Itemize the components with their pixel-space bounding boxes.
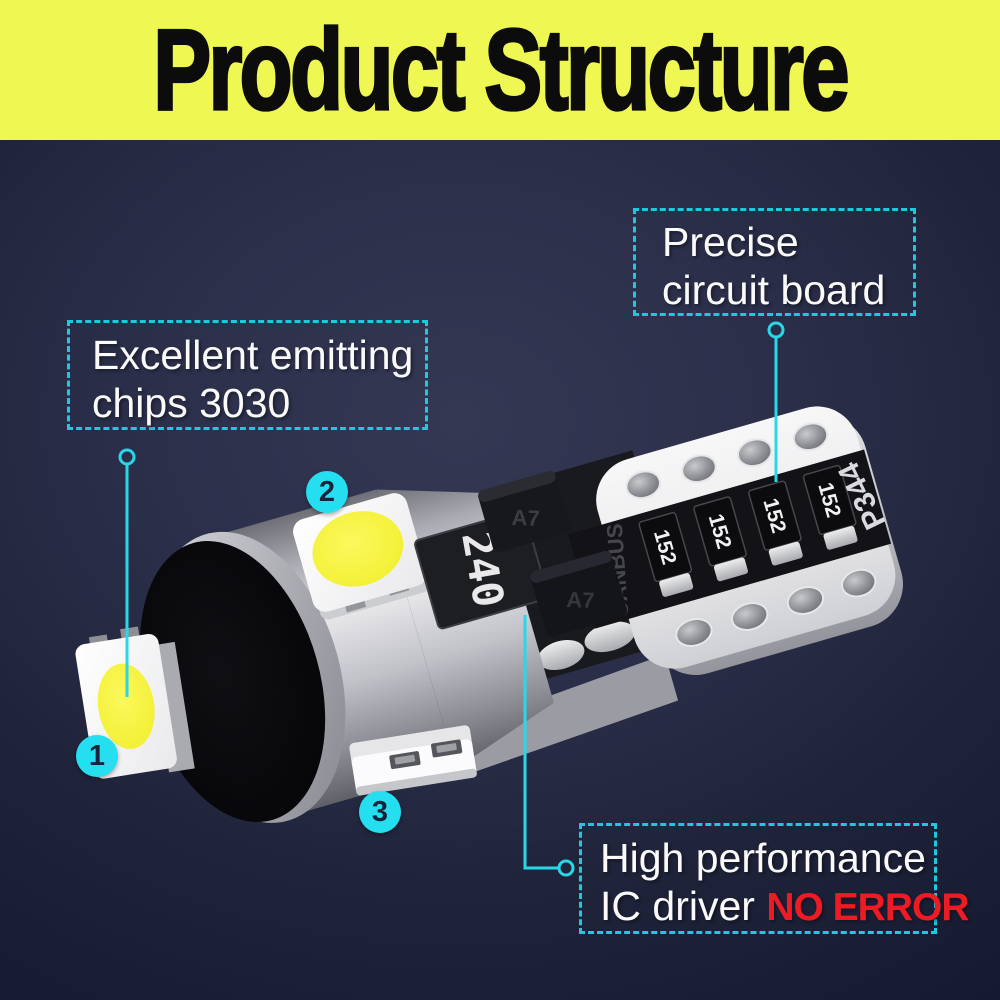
callout-emitting-line1: Excellent emitting	[92, 332, 414, 378]
led-chip-1	[75, 626, 195, 779]
wedge-base: CANBUS 152 152	[568, 406, 903, 675]
resistor-152: 152	[748, 480, 803, 566]
bulb-underside	[438, 654, 679, 781]
callout-board-line2: circuit board	[662, 266, 886, 313]
callout-board-line1: Precise	[662, 219, 799, 265]
led-chip-2	[293, 493, 431, 620]
part-badge-2: 2	[306, 471, 348, 513]
no-error-highlight: NO ERROR	[766, 885, 969, 929]
callout-driver-line1: High performance	[600, 835, 926, 881]
callout-ic-driver: High performance IC driver NO ERROR	[579, 823, 970, 934]
callout-circuit-board: Precise circuit board	[633, 208, 916, 316]
callout-emitting-line2: chips 3030	[92, 379, 291, 426]
resistor-152: 152	[638, 511, 694, 597]
ceramic-spacer	[349, 725, 477, 796]
header-banner: Product Structure	[0, 0, 1000, 140]
part-badge-1: 1	[76, 735, 118, 777]
base-holes-bottom	[675, 568, 877, 647]
connector-dot-driver	[557, 859, 575, 877]
connector-dot-emitting	[118, 448, 136, 466]
base-holes-top	[625, 422, 829, 500]
transistor-marking: A7	[566, 587, 595, 613]
callout-driver-label: IC driver	[600, 882, 755, 929]
smd-transistor-1: A7	[478, 471, 570, 552]
callout-driver-line2: IC driver NO ERROR	[600, 882, 970, 931]
callout-connectors	[118, 321, 785, 877]
part-badge-3: 3	[359, 791, 401, 833]
callout-emitting-chips: Excellent emitting chips 3030	[67, 320, 428, 430]
connector-dot-board	[767, 321, 785, 339]
connector-line-driver	[523, 615, 558, 870]
resistor-152-row: 152 152 152 152	[638, 464, 858, 597]
smd-transistor-2: A7	[530, 550, 628, 637]
transistor-marking: A7	[511, 505, 540, 531]
resistor-152: 152	[693, 496, 748, 582]
resistor-152: 152	[802, 464, 858, 550]
page-title: Product Structure	[152, 4, 851, 135]
lamp-body-group: CANBUS 152 152	[140, 406, 903, 823]
